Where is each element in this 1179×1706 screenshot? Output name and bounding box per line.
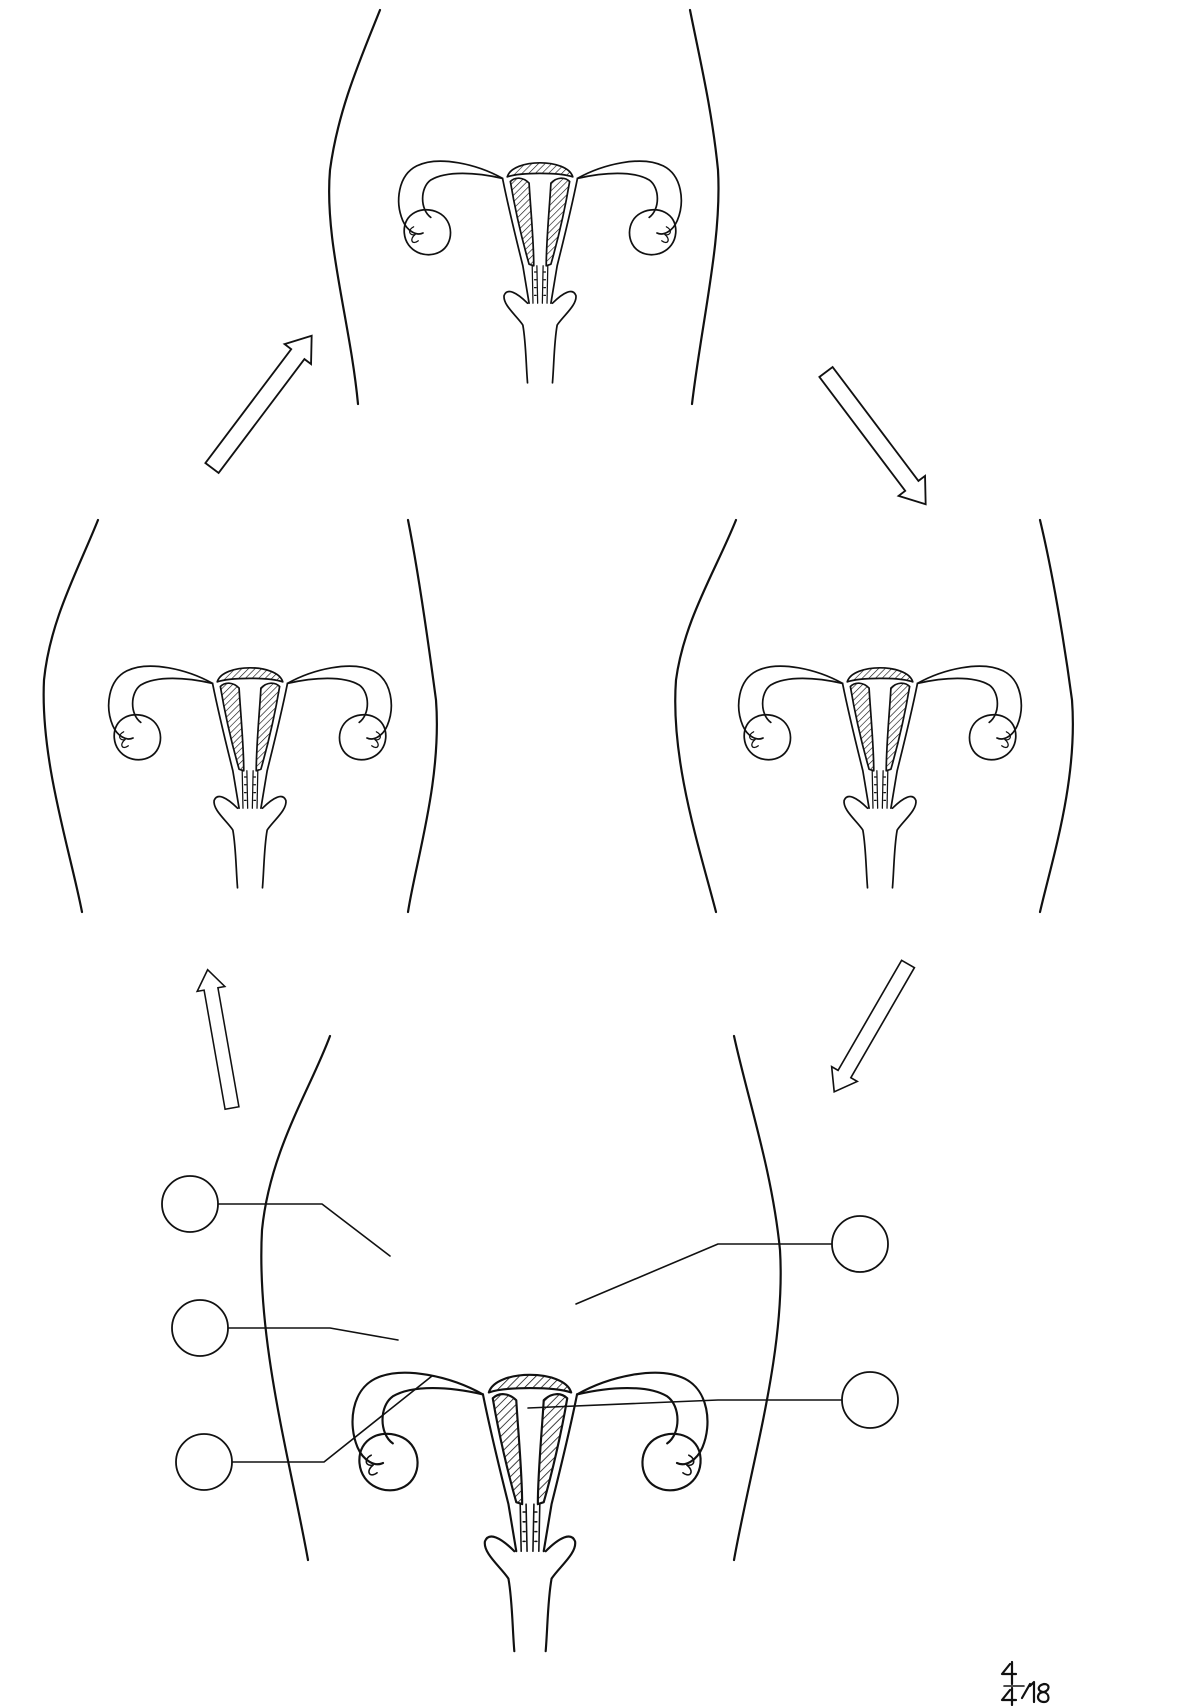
reproductive-organs (109, 666, 392, 888)
reproductive-organs (399, 161, 682, 383)
leader-line-endometrium (576, 1244, 832, 1304)
body-outline-right (690, 10, 719, 404)
panel-left (44, 520, 437, 912)
leader-line-ovary (232, 1376, 432, 1462)
reproductive-organs (739, 666, 1022, 888)
label-circle-left-1[interactable] (162, 1176, 218, 1232)
arrow-top-to-right (813, 362, 939, 514)
reproductive-organs (353, 1373, 708, 1651)
body-outline-right (408, 520, 437, 912)
body-outline-left (261, 1036, 330, 1560)
body-outline-left (329, 10, 380, 404)
body-outline-left (675, 520, 736, 912)
panel-right (675, 520, 1073, 912)
panel-top (329, 10, 718, 404)
signature (1002, 1662, 1049, 1705)
leader-line-fimbriae (228, 1328, 398, 1340)
body-outline-right (734, 1036, 781, 1560)
label-circle-left-2[interactable] (172, 1300, 228, 1356)
label-circle-right-2[interactable] (842, 1372, 898, 1428)
label-circle-left-3[interactable] (176, 1434, 232, 1490)
arrow-right-to-bottom (821, 957, 920, 1100)
label-circle-right-1[interactable] (832, 1216, 888, 1272)
leader-line-tube (218, 1204, 390, 1256)
arrow-bottom-to-left (194, 967, 246, 1110)
body-outline-right (1040, 520, 1073, 912)
body-outline-left (44, 520, 98, 912)
panel-bottom (162, 1036, 898, 1651)
arrow-left-to-top (199, 326, 325, 478)
